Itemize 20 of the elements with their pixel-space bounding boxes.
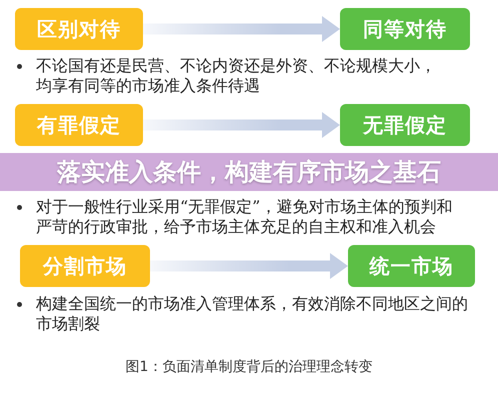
box-label: 分割市场 (43, 252, 127, 280)
concept-box (20, 245, 150, 287)
title-text: 落实准入条件，构建有序市场之基石 (57, 157, 441, 188)
concept-box (15, 104, 143, 146)
concept-box (340, 104, 470, 146)
description-text: 对于一般性行业采用“无罪假定”，避免对市场主体的预判和严苛的行政审批，给予市场主体充足的自主权和准入机会 (36, 197, 454, 237)
concept-box (340, 8, 470, 50)
description-text: 不论国有还是民营、不论内资还是外资、不论规模大小，均享有同等的市场准入条件待遇 (36, 56, 437, 96)
box-label: 区别对待 (37, 16, 121, 42)
concept-box (348, 245, 475, 287)
concept-box (15, 8, 143, 50)
box-label: 统一市场 (370, 252, 454, 280)
box-label: 有罪假定 (37, 112, 121, 138)
arrow (150, 253, 348, 279)
figure-caption: 图1：负面清单制度背后的治理理念转变 (126, 359, 372, 375)
arrow (143, 16, 340, 42)
arrow (143, 112, 340, 138)
box-label: 无罪假定 (363, 112, 447, 138)
box-label: 同等对待 (363, 16, 447, 42)
description-text: 构建全国统一的市场准入管理体系，有效消除不同地区之间的市场割裂 (36, 294, 469, 334)
